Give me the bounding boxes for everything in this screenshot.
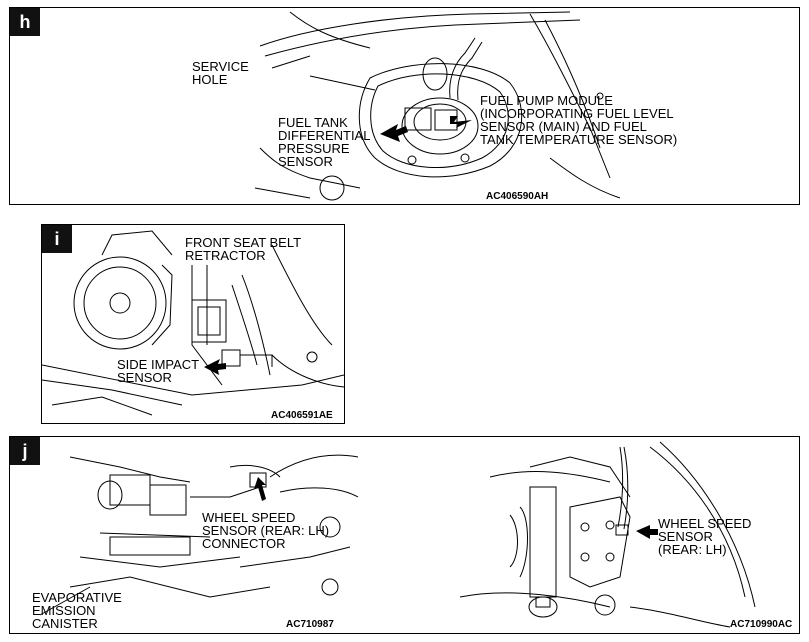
evaporative-emission-canister-label: EVAPORATIVE EMISSION CANISTER: [32, 590, 122, 631]
fuel-pump-module-label: FUEL PUMP MODULE (INCORPORATING FUEL LEV…: [480, 93, 678, 147]
figure-code-h: AC406590AH: [486, 191, 549, 202]
figure-code-j-right: AC710990AC: [730, 619, 793, 630]
figure-code-i: AC406591AE: [271, 410, 333, 421]
panel-j: j: [9, 436, 800, 634]
panel-h-tag: h: [10, 8, 40, 36]
wheel-speed-sensor-connector-label: WHEEL SPEED SENSOR (REAR: LH) CONNECTOR: [202, 510, 330, 551]
front-seat-belt-retractor-label: FRONT SEAT BELT RETRACTOR: [185, 235, 302, 263]
fuel-tank-differential-pressure-sensor-label: FUEL TANK DIFFERENTIAL PRESSURE SENSOR: [278, 115, 371, 169]
panel-j-tag: j: [10, 437, 40, 465]
service-hole-label: SERVICE HOLE: [192, 59, 249, 87]
panel-i-tag: i: [42, 225, 72, 253]
wheel-speed-illustration: [39, 441, 756, 628]
figure-code-j-left: AC710987: [286, 619, 334, 630]
side-impact-sensor-label: SIDE IMPACT SENSOR: [117, 357, 200, 385]
panel-i: i FR: [41, 224, 345, 424]
panel-h: h: [9, 7, 800, 205]
fuel-tank-illustration: [254, 11, 621, 201]
wheel-speed-sensor-label: WHEEL SPEED SENSOR (REAR: LH): [658, 516, 752, 557]
seat-belt-illustration: [42, 230, 344, 416]
